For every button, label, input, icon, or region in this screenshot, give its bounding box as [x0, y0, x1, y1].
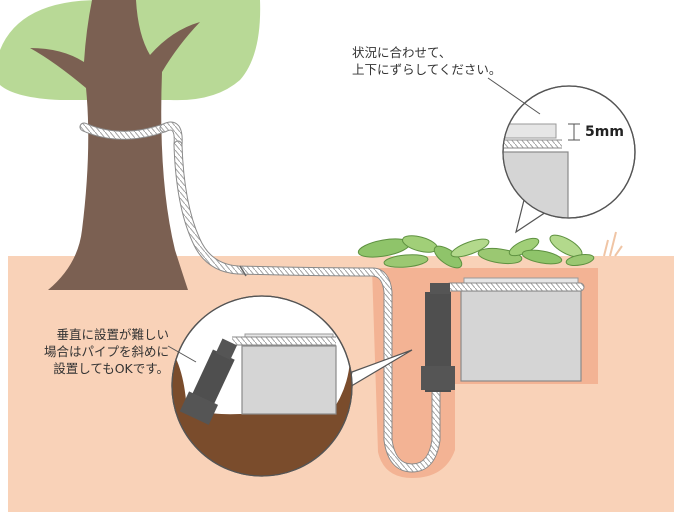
callout-left-line-2: 場合はパイプを斜めに	[44, 344, 170, 359]
callout-top-text: 状況に合わせて、 上下にずらしてください。	[352, 44, 501, 78]
callout-top-line-2: 上下にずらしてください。	[352, 62, 502, 77]
water-tank	[460, 290, 582, 382]
callout-left-text: 垂直に設置が難しい 場合はパイプを斜めに 設置してもOKです。	[44, 326, 169, 377]
leaves-icon	[357, 234, 595, 269]
flexible-hose	[173, 140, 441, 473]
dimension-label: 5mm	[585, 124, 624, 140]
vertical-pipe	[421, 283, 455, 392]
callout-top-line-1: 状況に合わせて、	[352, 45, 452, 60]
top-magnifier-circle	[487, 77, 636, 234]
grass-tuft	[603, 231, 623, 257]
callout-left-line-1: 垂直に設置が難しい	[56, 327, 170, 342]
callout-left-line-3: 設置してもOKです。	[53, 361, 170, 376]
tree-trunk	[30, 0, 200, 290]
